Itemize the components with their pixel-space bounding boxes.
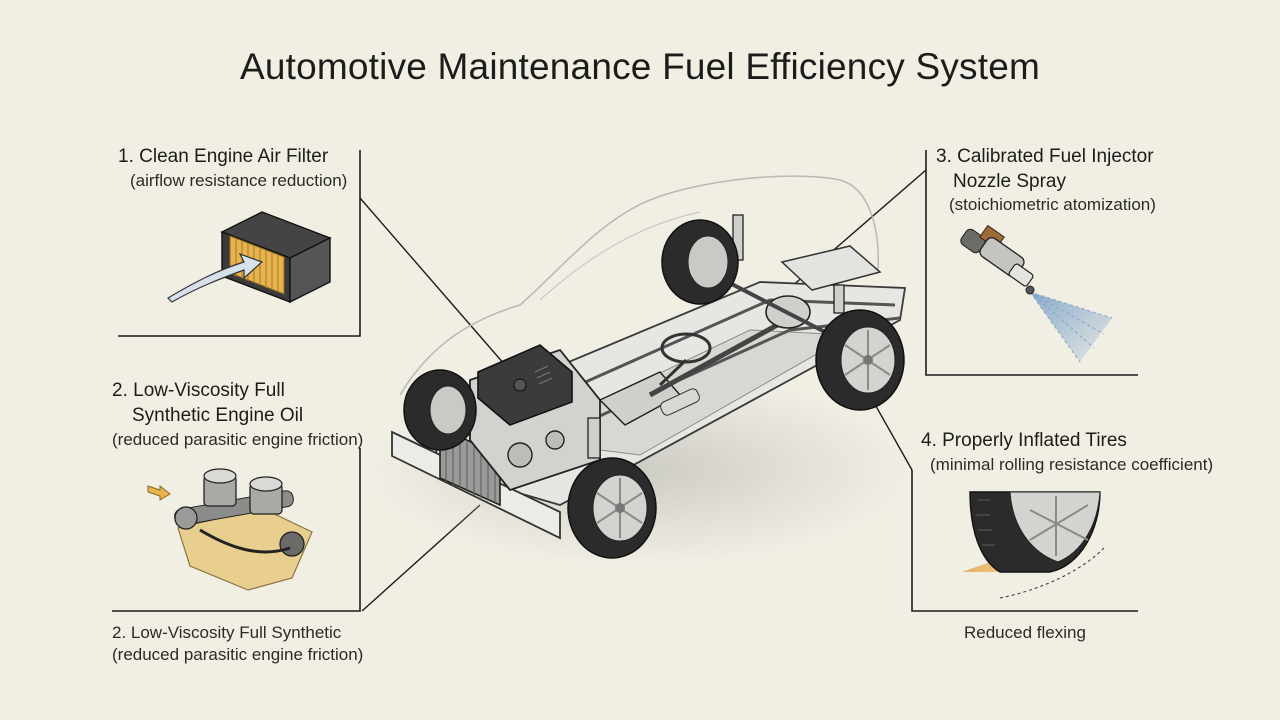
- car-chassis-illustration: [370, 175, 910, 565]
- tire-tread: [969, 491, 1101, 573]
- fuel-tank: [780, 245, 882, 291]
- leader-line-fuel-injector: [775, 169, 927, 301]
- callout-4-frame: [911, 470, 1138, 612]
- engine-block: [469, 348, 601, 492]
- callout-3-heading-line-1: 3. Calibrated Fuel Injector: [936, 146, 1154, 167]
- wheel-rear-left: [661, 219, 739, 305]
- car-body-outline: [399, 175, 879, 396]
- front-bumper: [391, 430, 561, 540]
- leader-line-engine-oil: [361, 504, 481, 612]
- chassis-floor: [428, 281, 907, 506]
- callout-4-note: (minimal rolling resistance coefficient): [930, 455, 1214, 474]
- oil-arrow: [147, 484, 171, 501]
- driveshaft: [648, 315, 792, 398]
- contact-patch: [962, 548, 1090, 572]
- callout-2-frame: [112, 448, 361, 612]
- rear-differential: [765, 295, 811, 329]
- wheel-front-left: [403, 369, 477, 451]
- engine-cover: [477, 344, 573, 426]
- wheel-front-right: [567, 457, 657, 559]
- air-filter-icon: [167, 211, 332, 304]
- steering-wheel: [660, 332, 712, 364]
- footer-left-line-1: 2. Low-Viscosity Full Synthetic: [112, 623, 342, 642]
- radiator: [439, 426, 501, 507]
- engine-crankshaft-icon: [147, 468, 313, 591]
- wheel-rear-right: [815, 309, 905, 411]
- oil-pan: [177, 507, 313, 591]
- airflow-arrow: [167, 252, 264, 303]
- spray-cone: [1030, 292, 1112, 362]
- callout-4-heading: 4. Properly Inflated Tires: [921, 430, 1127, 451]
- callout-1-heading: 1. Clean Engine Air Filter: [118, 146, 329, 167]
- callout-1-note: (airflow resistance reduction): [130, 171, 348, 190]
- leader-line-tires: [867, 391, 913, 471]
- fuel-injector-icon: [960, 224, 1113, 363]
- callout-2-heading-line-1: 2. Low-Viscosity Full: [112, 380, 285, 401]
- callout-2-note: (reduced parasitic engine friction): [112, 430, 364, 449]
- diagram-title: Automotive Maintenance Fuel Efficiency S…: [239, 46, 1041, 87]
- tire-contact-patch-icon: [962, 491, 1105, 599]
- footer-right-label: Reduced flexing: [964, 623, 1086, 642]
- leader-line-air-filter: [359, 197, 506, 366]
- car-shadow: [370, 375, 910, 565]
- frame-rails: [454, 298, 901, 472]
- footer-left-line-2: (reduced parasitic engine friction): [112, 645, 364, 664]
- transmission: [598, 371, 682, 426]
- callout-2-heading-line-2: Synthetic Engine Oil: [132, 405, 304, 426]
- callout-3-note: (stoichiometric atomization): [949, 195, 1156, 214]
